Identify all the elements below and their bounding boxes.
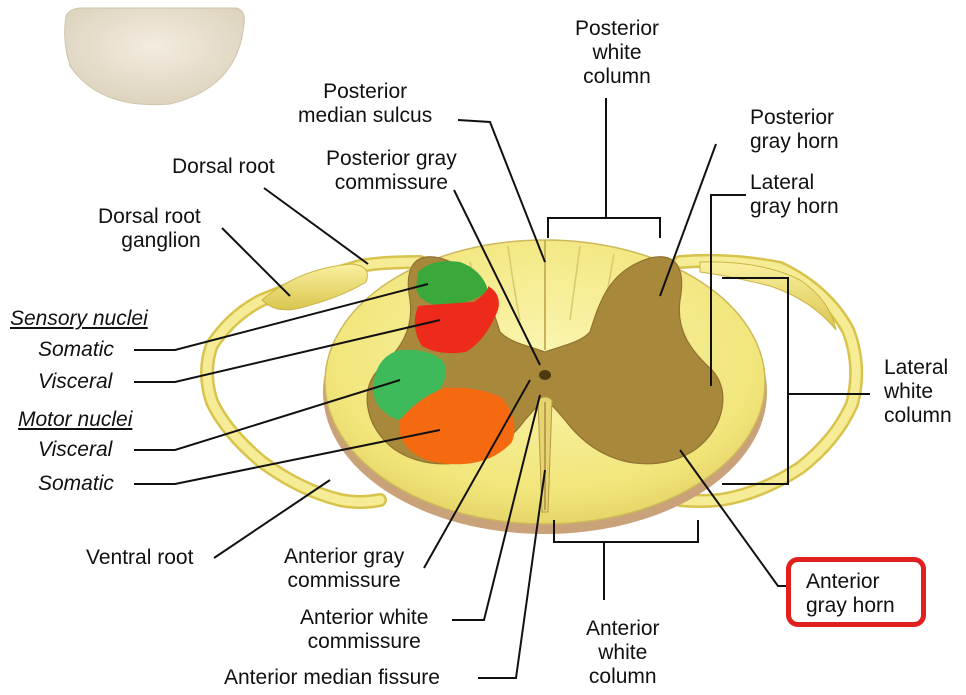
central-canal	[539, 370, 551, 380]
label-posterior-gray-commissure: Posterior gray commissure	[326, 147, 457, 195]
label-sensory-visceral: Visceral	[38, 370, 112, 394]
label-posterior-white-column: Posterior white column	[575, 17, 659, 89]
label-posterior-gray-horn: Posterior gray horn	[750, 106, 839, 154]
label-anterior-gray-horn: Anterior gray horn	[806, 570, 895, 618]
label-dorsal-root-ganglion: Dorsal root ganglion	[98, 205, 201, 253]
label-dorsal-root: Dorsal root	[172, 155, 275, 179]
label-lateral-gray-horn: Lateral gray horn	[750, 171, 839, 219]
label-motor-somatic: Somatic	[38, 472, 114, 496]
label-motor-nuclei: Motor nuclei	[18, 408, 132, 432]
label-sensory-nuclei: Sensory nuclei	[10, 307, 148, 331]
label-motor-visceral: Visceral	[38, 438, 112, 462]
thumbnail-section	[65, 8, 245, 105]
label-anterior-white-column: Anterior white column	[586, 617, 660, 689]
label-anterior-white-commissure: Anterior white commissure	[300, 606, 428, 654]
label-sensory-somatic: Somatic	[38, 338, 114, 362]
label-ventral-root: Ventral root	[86, 546, 193, 570]
label-posterior-median-sulcus: Posterior median sulcus	[298, 80, 432, 128]
label-anterior-gray-commissure: Anterior gray commissure	[284, 545, 404, 593]
label-lateral-white-column: Lateral white column	[884, 356, 952, 428]
label-anterior-median-fissure: Anterior median fissure	[224, 666, 440, 690]
